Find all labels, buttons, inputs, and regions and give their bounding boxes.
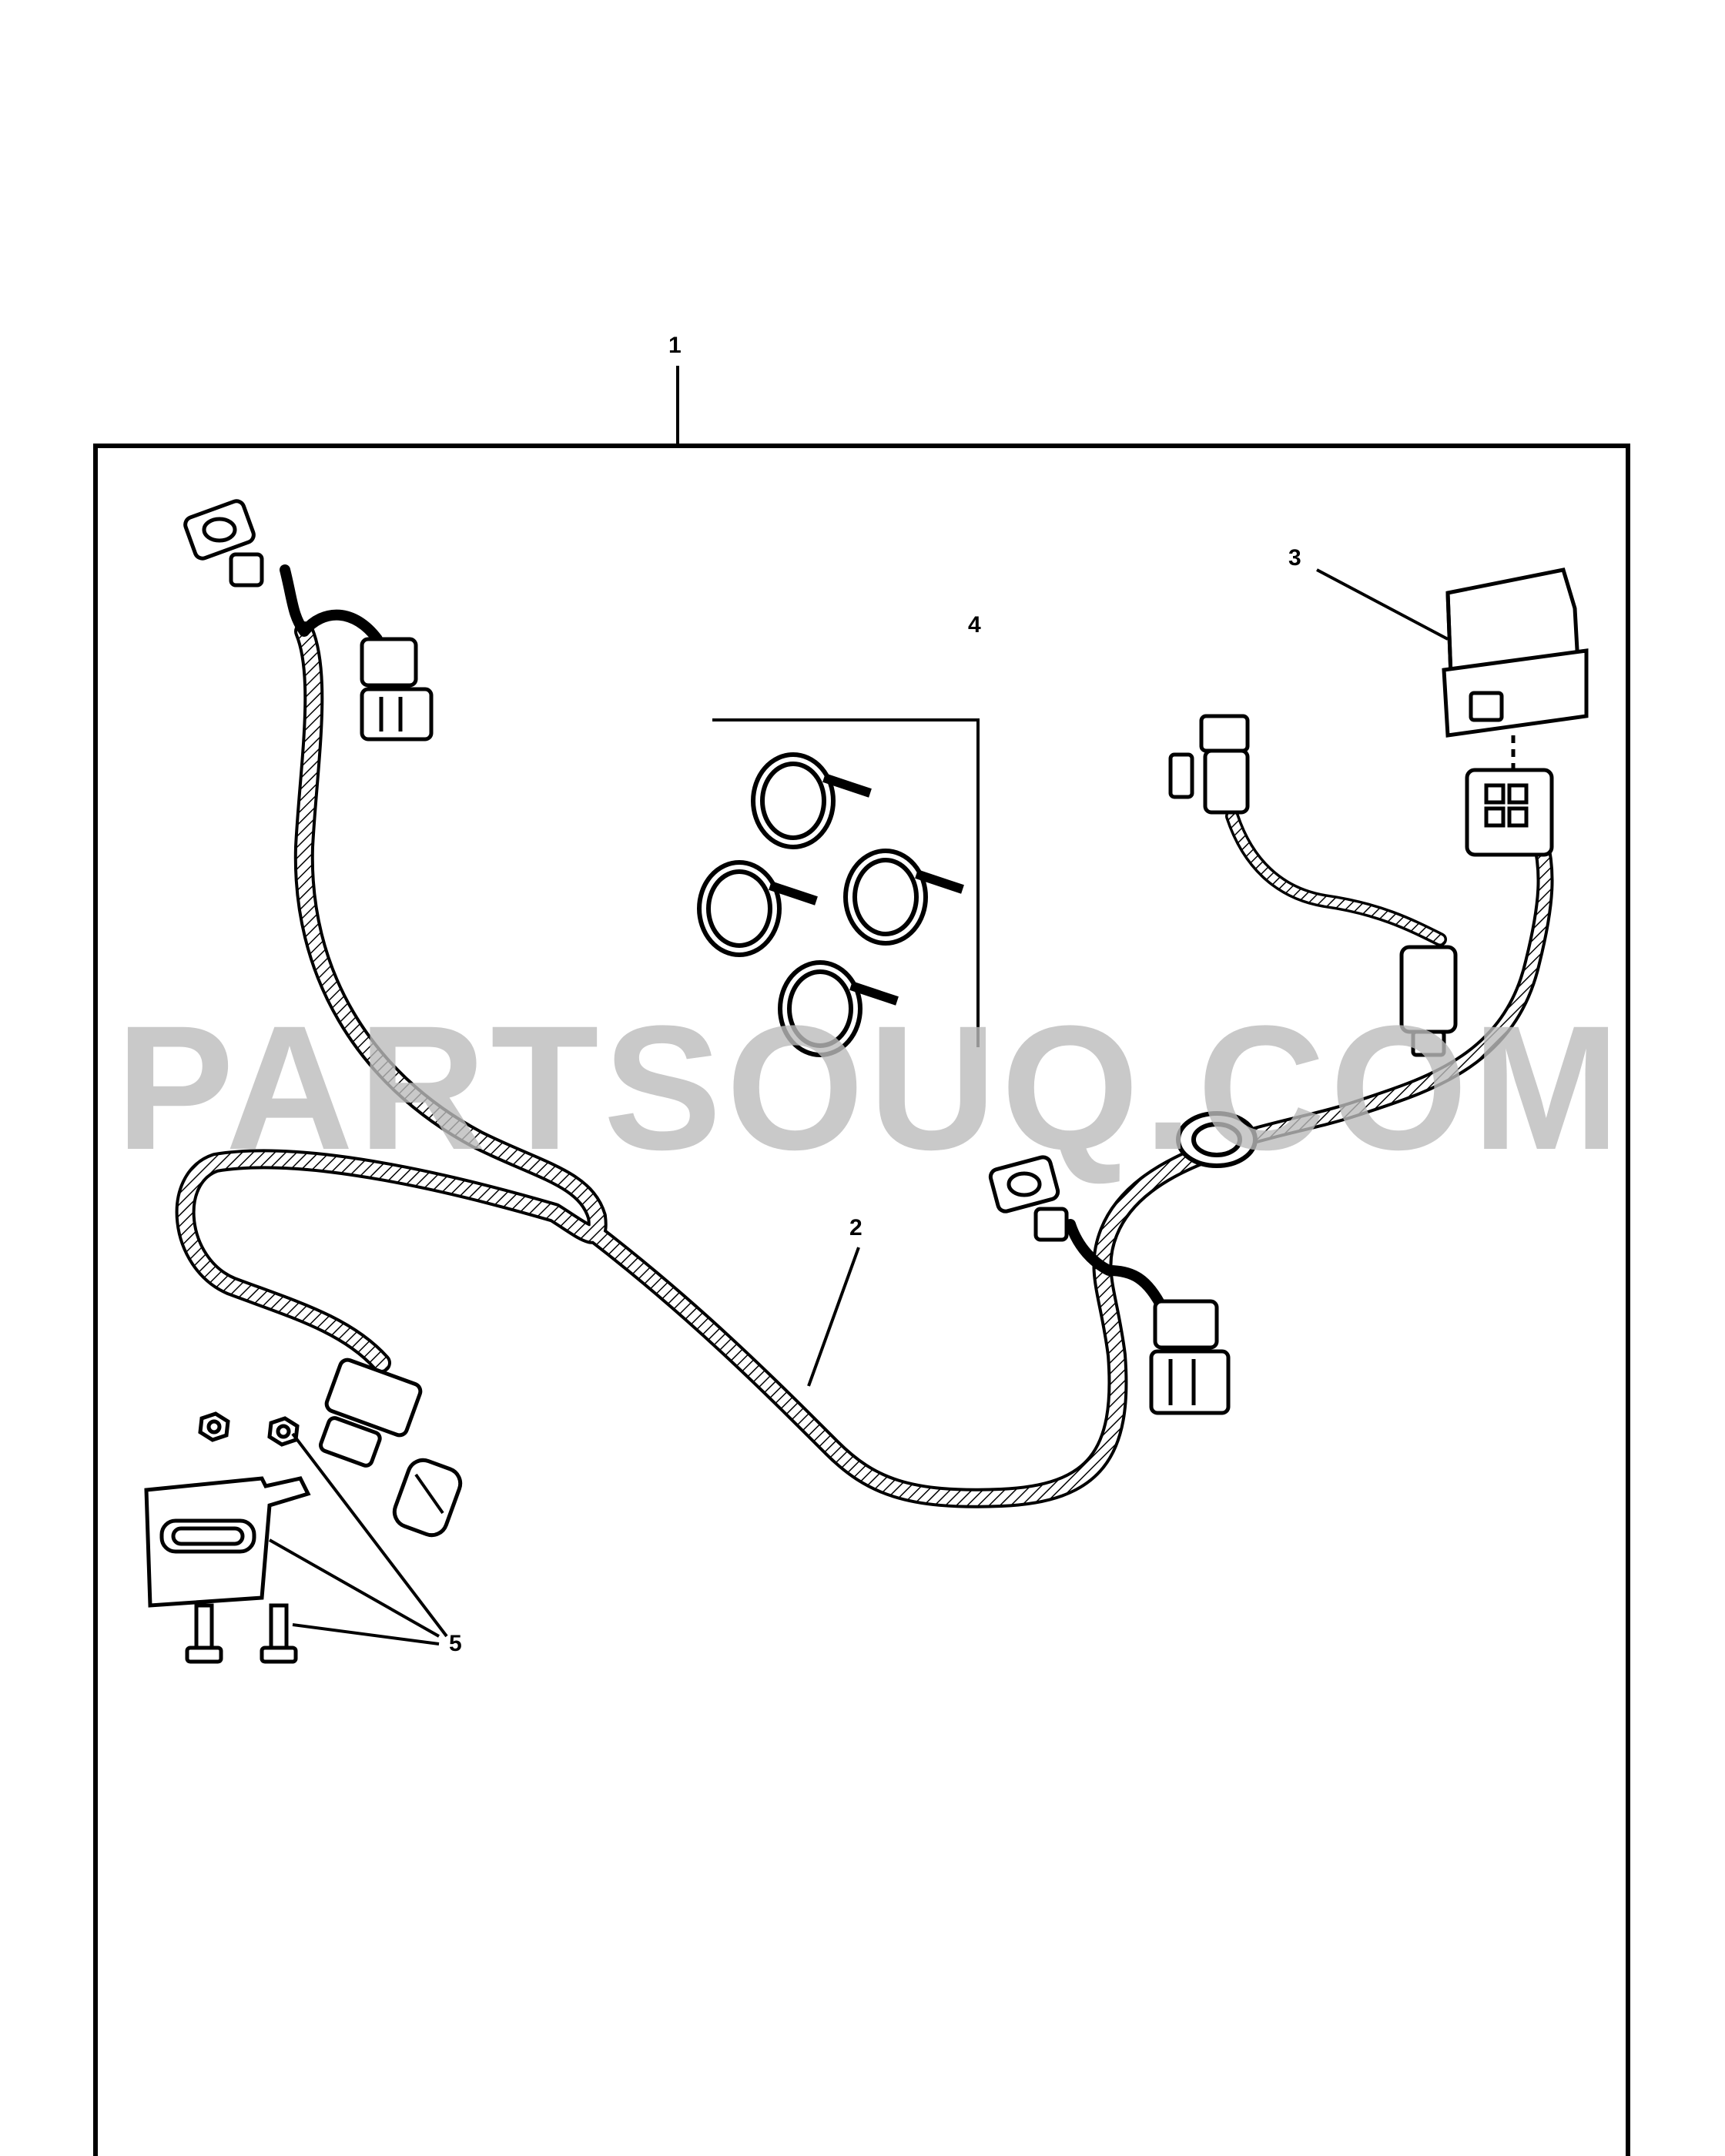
connector-center-right xyxy=(988,1155,1069,1242)
connector-left-lower xyxy=(318,1358,463,1538)
wiring-harness xyxy=(175,564,1554,1508)
connector-small-inline xyxy=(1399,945,1458,1057)
connector-top-left xyxy=(183,499,264,588)
cable-tie xyxy=(843,849,964,946)
cable-tie xyxy=(697,860,818,957)
bracket xyxy=(144,1476,311,1608)
callout-2: 2 xyxy=(849,1215,862,1240)
callout-1: 1 xyxy=(668,333,682,358)
relay-socket xyxy=(1465,768,1554,857)
cable-tie xyxy=(778,960,899,1057)
relay xyxy=(1442,567,1589,770)
nut xyxy=(267,1416,300,1447)
grommet xyxy=(1176,1111,1258,1168)
connector-lower-right xyxy=(1149,1299,1231,1415)
cable-ties xyxy=(697,752,964,1057)
callout-5: 5 xyxy=(449,1631,462,1656)
cable-tie xyxy=(751,752,872,849)
kit-frame xyxy=(93,444,1630,2156)
bolt xyxy=(260,1603,298,1664)
fixings xyxy=(144,1411,311,1664)
leader-3 xyxy=(1316,568,1449,641)
nut xyxy=(198,1411,230,1442)
leaders-5 xyxy=(269,1432,448,1645)
connector-top-left-2 xyxy=(360,637,434,742)
bolt xyxy=(185,1603,223,1664)
callout-4: 4 xyxy=(968,612,981,638)
callout-3: 3 xyxy=(1288,545,1301,571)
leader-2 xyxy=(807,1247,860,1387)
connector-relay-plug xyxy=(1168,714,1250,815)
leader-4 xyxy=(712,718,980,1047)
